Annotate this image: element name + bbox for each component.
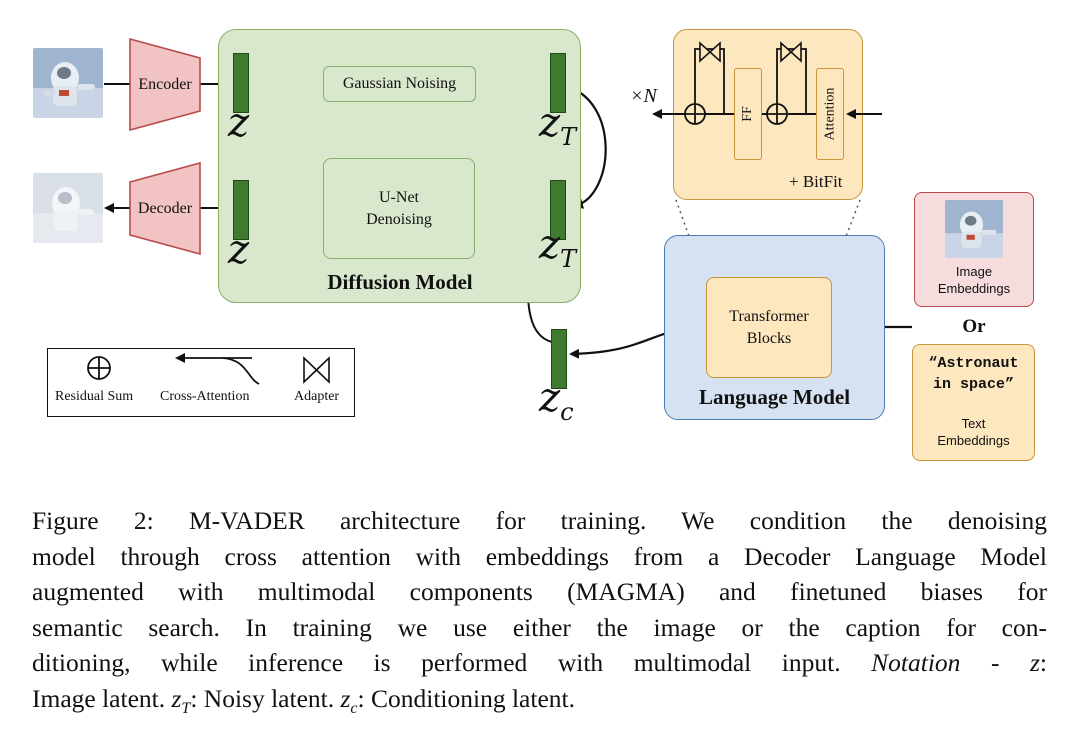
zt-label-bottom: zT: [539, 222, 577, 273]
residual-sum-icon: [87, 356, 111, 380]
adapter-icon: [303, 356, 330, 384]
attention-block: Attention: [816, 68, 844, 160]
or-label: Or: [962, 316, 986, 337]
cross-attention-icon: [175, 353, 260, 385]
output-reconstructed-image: [33, 173, 103, 243]
language-model-label: Language Model: [698, 385, 851, 409]
decoder-label: Decoder: [137, 199, 193, 217]
zc-label: zc: [539, 375, 574, 426]
bitfit-label: + BitFit: [789, 172, 843, 191]
caption-line-1: Figure 2: M-VADER architecture for train…: [32, 506, 1047, 535]
decoder-block: Decoder: [129, 161, 201, 256]
encoder-block: Encoder: [129, 37, 201, 132]
latent-z-bottom: [233, 180, 249, 240]
legend-symbols: [87, 353, 330, 385]
encoder-label: Encoder: [138, 75, 192, 93]
latent-zt-bottom: [550, 180, 566, 240]
caption-line-3: augmented with multimodal components (MA…: [32, 577, 1047, 606]
attention-label: Attention: [822, 87, 838, 141]
caption-line-4: semantic search. In training we use eith…: [32, 612, 1047, 642]
ff-label: FF: [739, 106, 755, 122]
transformer-detail-lines: [652, 41, 882, 125]
unet-label-line2: Denoising: [366, 210, 432, 228]
transformer-label-line1: Transformer: [729, 307, 809, 325]
embedding-astronaut-image: [945, 200, 1003, 258]
transformer-blocks: Transformer Blocks: [706, 277, 832, 378]
unet-denoising-block: U-Net Denoising: [323, 158, 475, 259]
text-prompt: “Astronaut in space”: [928, 355, 1019, 393]
latent-zc: [551, 329, 567, 389]
caption-line-2: model through cross attention with embed…: [32, 541, 1047, 571]
gaussian-noising-block: Gaussian Noising: [323, 66, 476, 102]
figure-caption: Figure 2: M-VADER architecture for train…: [32, 503, 1047, 726]
z-label-top: z: [228, 100, 250, 146]
ff-block: FF: [734, 68, 762, 160]
text-embeddings-label: Text Embeddings: [937, 416, 1010, 448]
input-astronaut-image: [33, 48, 103, 118]
zt-label-top: zT: [539, 100, 577, 151]
legend-adapter-label: Adapter: [294, 389, 340, 404]
caption-line-5: ditioning, while inference is performed …: [32, 648, 1048, 677]
gaussian-noising-label: Gaussian Noising: [342, 75, 457, 92]
latent-z-top: [233, 53, 249, 113]
z-label-bottom: z: [228, 227, 250, 273]
caption-line-6: Image latent. zT: Noisy latent. zc: Cond…: [32, 683, 575, 717]
text-embeddings-box: “Astronaut in space” Text Embeddings: [912, 344, 1035, 461]
repeat-n-label: ×N: [630, 85, 657, 107]
architecture-diagram: Encoder Decoder Diffusion Model Gaussian…: [33, 29, 1035, 461]
legend-residual-sum-label: Residual Sum: [55, 389, 134, 404]
transformer-label-line2: Blocks: [746, 329, 792, 347]
unet-label-line1: U-Net: [379, 188, 419, 206]
image-embeddings-box: Image Embeddings: [914, 192, 1034, 307]
latent-zt-top: [550, 53, 566, 113]
image-embeddings-label: Image Embeddings: [937, 264, 1011, 296]
diffusion-model-label: Diffusion Model: [327, 270, 473, 294]
legend-cross-attention-label: Cross-Attention: [160, 389, 250, 404]
